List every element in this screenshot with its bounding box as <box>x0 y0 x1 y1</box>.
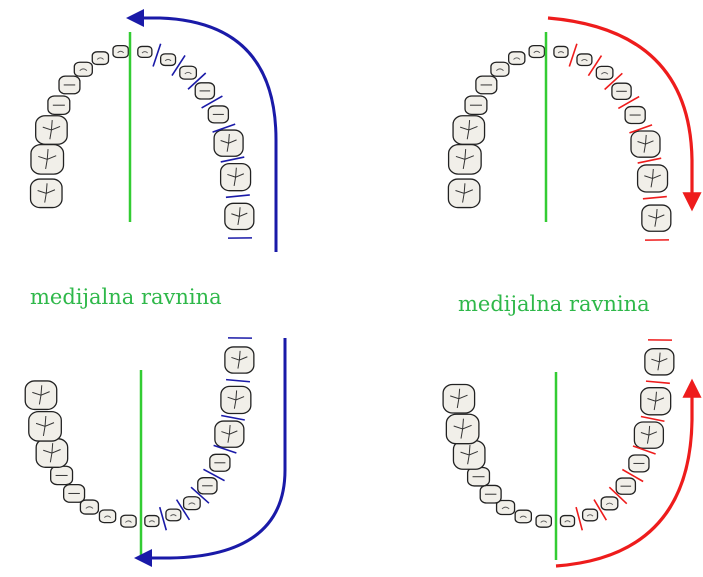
tooth <box>184 497 201 510</box>
tooth <box>221 164 251 191</box>
tooth <box>29 412 62 441</box>
tooth <box>36 439 68 468</box>
tooth <box>221 386 251 413</box>
tooth <box>468 468 490 486</box>
interproximal-mark <box>638 158 662 163</box>
median-plane-label-left: medijalna ravnina <box>30 285 222 309</box>
tooth <box>215 421 244 447</box>
interproximal-mark <box>569 44 577 67</box>
tooth <box>497 500 515 514</box>
interproximal-mark <box>153 44 161 67</box>
tooth <box>51 466 73 484</box>
tooth <box>596 66 613 79</box>
tooth <box>64 485 85 503</box>
interproximal-mark <box>641 417 665 422</box>
tooth <box>449 145 482 174</box>
tooth <box>509 52 525 65</box>
tooth <box>214 130 243 156</box>
tooth <box>225 347 254 373</box>
tooth <box>465 96 487 114</box>
tooth <box>48 96 70 114</box>
tooth <box>453 441 485 470</box>
tooth <box>99 510 115 523</box>
tooth <box>634 422 663 448</box>
tooth <box>210 454 230 471</box>
tooth <box>166 509 181 521</box>
tooth <box>121 515 136 527</box>
interproximal-mark <box>576 507 582 530</box>
tooth <box>31 145 64 174</box>
median-plane-label-right: medijalna ravnina <box>458 292 650 316</box>
interproximal-mark <box>226 195 250 197</box>
arrow-left-lower <box>140 338 285 558</box>
tooth <box>601 497 618 510</box>
tooth <box>453 116 485 145</box>
tooth <box>225 203 254 229</box>
tooth <box>195 83 214 99</box>
tooth <box>631 131 660 157</box>
interproximal-mark <box>160 507 167 530</box>
tooth <box>625 107 645 124</box>
tooth <box>554 46 568 57</box>
tooth <box>536 515 551 527</box>
tooth <box>138 46 152 57</box>
tooth <box>208 106 228 123</box>
tooth <box>480 485 501 503</box>
tooth <box>641 388 671 415</box>
tooth <box>560 516 574 527</box>
tooth <box>25 381 57 410</box>
tooth <box>36 116 68 145</box>
tooth <box>198 478 217 494</box>
tooth <box>180 66 197 79</box>
tooth <box>638 165 668 192</box>
tooth <box>529 46 544 58</box>
tooth <box>59 76 80 94</box>
tooth <box>476 76 497 94</box>
tooth <box>577 54 592 66</box>
interproximal-mark <box>221 416 245 420</box>
tooth <box>491 62 509 76</box>
tooth <box>583 509 598 521</box>
interproximal-mark <box>226 380 250 382</box>
tooth <box>161 54 176 66</box>
tooth <box>74 62 92 76</box>
arrow-right-lower <box>556 385 692 566</box>
arrow-right-upper <box>548 18 692 205</box>
tooth <box>645 349 674 375</box>
interproximal-mark <box>221 157 245 162</box>
tooth <box>515 510 531 523</box>
tooth <box>31 179 63 208</box>
interproximal-mark <box>646 381 670 383</box>
interproximal-mark <box>643 197 667 199</box>
tooth <box>446 414 479 443</box>
tooth <box>443 384 475 413</box>
tooth <box>642 205 671 231</box>
tooth <box>145 516 159 527</box>
tooth <box>448 179 480 208</box>
tooth <box>92 52 108 65</box>
tooth <box>113 46 128 58</box>
tooth <box>612 83 631 99</box>
tooth <box>80 500 98 514</box>
tooth <box>629 455 649 472</box>
tooth <box>616 478 635 494</box>
